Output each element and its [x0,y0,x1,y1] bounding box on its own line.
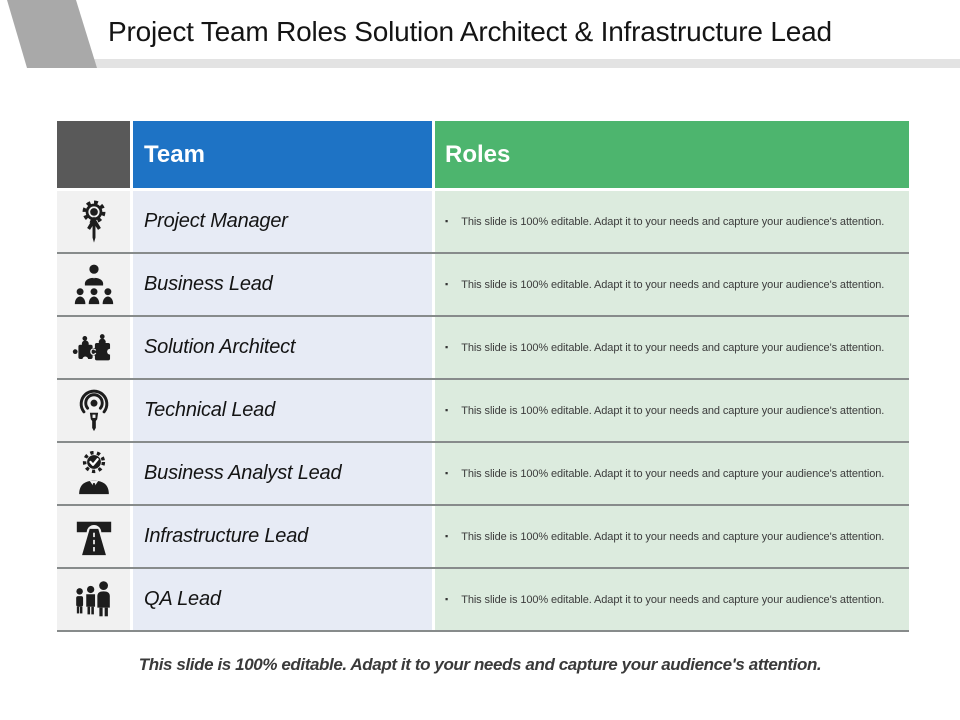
bullet-marker: ▪ [445,594,449,604]
roles-table: Team Roles Project Manager ▪ This [57,121,909,632]
icon-cell [57,380,130,441]
roles-cell: ▪ This slide is 100% editable. Adapt it … [435,569,909,630]
roles-cell: ▪ This slide is 100% editable. Adapt it … [435,254,909,315]
svg-text:C: C [89,346,96,356]
footer-caption: This slide is 100% editable. Adapt it to… [138,655,822,674]
team-cell: Business Analyst Lead [133,443,432,504]
bullet-marker: ▪ [445,405,449,415]
bullet-marker: ▪ [445,342,449,352]
team-cell: QA Lead [133,569,432,630]
roles-cell: ▪ This slide is 100% editable. Adapt it … [435,317,909,378]
role-description: This slide is 100% editable. Adapt it to… [461,530,885,543]
team-cell: Technical Lead [133,380,432,441]
team-column-header: Team [144,140,205,168]
page-title: Project Team Roles Solution Architect & … [108,16,832,47]
table-row: Business Analyst Lead ▪ This slide is 10… [57,443,909,506]
table-row: Project Manager ▪ This slide is 100% edi… [57,191,909,254]
role-description: This slide is 100% editable. Adapt it to… [461,404,885,417]
header-corner-cell [57,121,130,188]
role-description: This slide is 100% editable. Adapt it to… [461,593,885,606]
icon-cell [57,506,130,567]
team-cell: Solution Architect [133,317,432,378]
bullet-marker: ▪ [445,279,449,289]
table-row: QA Lead ▪ This slide is 100% editable. A… [57,569,909,632]
team-cell: Infrastructure Lead [133,506,432,567]
icon-cell: C [57,317,130,378]
roles-cell: ▪ This slide is 100% editable. Adapt it … [435,506,909,567]
table-row: Technical Lead ▪ This slide is 100% edit… [57,380,909,443]
team-name: Project Manager [144,210,288,232]
team-name: Business Lead [144,273,273,295]
table-row: Business Lead ▪ This slide is 100% edita… [57,254,909,317]
header-team-cell: Team [133,121,432,188]
roles-cell: ▪ This slide is 100% editable. Adapt it … [435,191,909,252]
roles-column-header: Roles [445,140,511,168]
role-description: This slide is 100% editable. Adapt it to… [461,278,885,291]
team-cell: Project Manager [133,191,432,252]
bullet-marker: ▪ [445,531,449,541]
team-name: Solution Architect [144,336,296,358]
icon-cell [57,191,130,252]
qa-lead-icon [75,580,110,616]
icon-cell [57,569,130,630]
team-name: Infrastructure Lead [144,525,309,547]
table-row: C Solution Architect ▪ This slide is 100… [57,317,909,380]
table-header-row: Team Roles [57,121,909,188]
business-analyst-lead-icon [78,450,109,494]
team-name: QA Lead [144,588,221,610]
bullet-marker: ▪ [445,468,449,478]
table-row: Infrastructure Lead ▪ This slide is 100%… [57,506,909,569]
title-underline-bar [50,59,960,68]
team-name: Business Analyst Lead [144,462,342,484]
role-description: This slide is 100% editable. Adapt it to… [461,215,885,228]
role-description: This slide is 100% editable. Adapt it to… [461,341,885,354]
team-cell: Business Lead [133,254,432,315]
business-lead-icon [74,264,113,304]
infrastructure-lead-icon [76,521,111,555]
bullet-marker: ▪ [445,216,449,226]
project-manager-icon [82,199,105,243]
corner-parallelogram-decoration [7,0,97,68]
roles-cell: ▪ This slide is 100% editable. Adapt it … [435,380,909,441]
team-name: Technical Lead [144,399,276,421]
header-roles-cell: Roles [435,121,909,188]
technical-lead-icon [79,389,108,432]
solution-architect-icon: C [72,333,113,362]
roles-cell: ▪ This slide is 100% editable. Adapt it … [435,443,909,504]
icon-cell [57,254,130,315]
role-description: This slide is 100% editable. Adapt it to… [461,467,885,480]
icon-cell [57,443,130,504]
